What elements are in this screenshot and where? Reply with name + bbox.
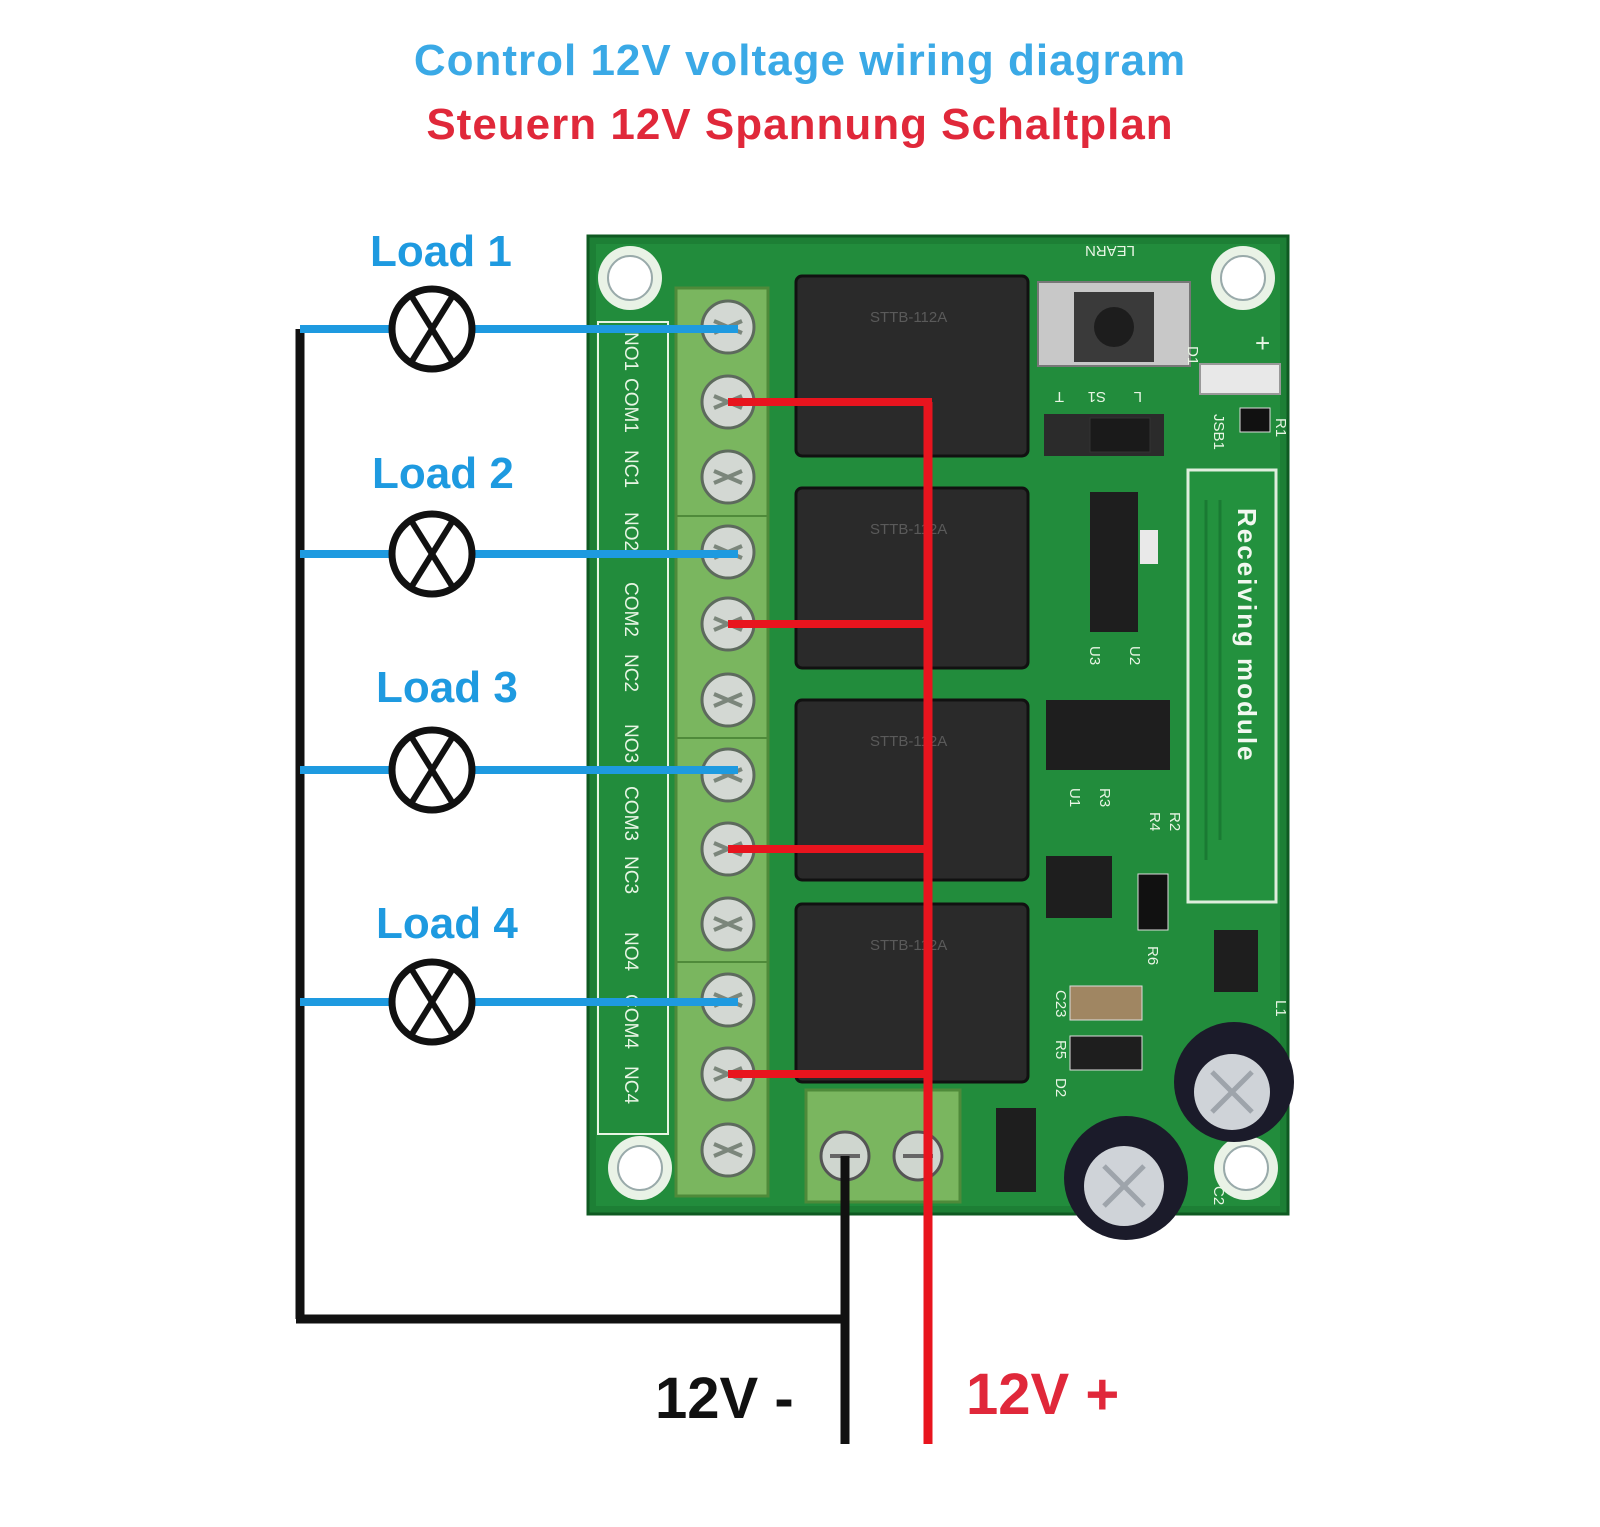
ic-small — [1046, 856, 1112, 918]
resistor-r5 — [1069, 1035, 1143, 1071]
terminal-label-com2: COM2 — [620, 582, 641, 637]
terminal-label-nc2: NC2 — [620, 654, 641, 692]
load-1: Load 1 — [300, 227, 738, 373]
terminal-label-nc4: NC4 — [620, 1066, 641, 1104]
silk-c23: C23 — [1052, 990, 1069, 1018]
mounting-hole — [598, 246, 662, 310]
negative-wire — [295, 329, 850, 1444]
resistor-r1 — [1239, 407, 1271, 433]
terminal-screw — [700, 896, 756, 952]
mounting-hole — [608, 1136, 672, 1200]
load-2: Load 2 — [300, 449, 738, 598]
learn-label: LEARN — [1085, 242, 1135, 259]
terminal-label-nc1: NC1 — [620, 450, 641, 488]
mounting-hole — [1214, 1136, 1278, 1200]
load-4: Load 4 — [300, 899, 738, 1046]
terminal-screw — [700, 449, 756, 505]
terminal-label-no2: NO2 — [620, 512, 641, 551]
silk-u3: U3 — [1086, 646, 1103, 665]
terminal-label-nc3: NC3 — [620, 856, 641, 894]
relay-model-text: STTB-112A — [870, 937, 947, 954]
silk-r1: R1 — [1272, 418, 1289, 437]
load-label: Load 3 — [376, 663, 518, 712]
silk-r5: R5 — [1052, 1040, 1069, 1059]
ic-u2 — [1090, 492, 1158, 632]
silk-s1: S1 — [1088, 388, 1106, 405]
lamp-icon — [388, 958, 476, 1046]
terminal-label-outline — [597, 321, 669, 1135]
resistor-r6 — [1137, 873, 1169, 931]
relay-model-text: STTB-112A — [870, 733, 947, 750]
ic-u1 — [1046, 700, 1170, 770]
load-3: Load 3 — [300, 663, 738, 814]
silk-jsb1: JSB1 — [1210, 414, 1227, 450]
silk-u1: U1 — [1066, 788, 1083, 807]
silk-c2: C2 — [1210, 1186, 1227, 1205]
diagram-title-german: Steuern 12V Spannung Schaltplan — [426, 100, 1174, 149]
positive-supply-label: 12V + — [966, 1362, 1119, 1427]
load-label: Load 1 — [370, 227, 512, 276]
terminal-screw — [700, 747, 756, 803]
load-label: Load 4 — [376, 899, 518, 948]
capacitor — [1174, 1022, 1294, 1142]
mounting-hole — [1211, 246, 1275, 310]
terminal-label-com3: COM3 — [620, 786, 641, 841]
capacitor — [1064, 1116, 1188, 1240]
terminal-label-com1: COM1 — [620, 378, 641, 433]
negative-supply-label: 12V - — [655, 1366, 794, 1431]
led-d1 — [1199, 363, 1281, 395]
terminal-label-strip: NO1 COM1 NC1 NO2 COM2 NC2 NO3 COM3 NC3 N… — [620, 332, 641, 1104]
silk-u2: U2 — [1126, 646, 1143, 665]
silk-r2: R2 — [1166, 812, 1183, 831]
learn-button — [1037, 281, 1191, 367]
load-label: Load 2 — [372, 449, 514, 498]
positive-wire — [728, 398, 933, 1444]
receiving-module — [1186, 468, 1278, 904]
relay-receiver-board: NO1 COM1 NC1 NO2 COM2 NC2 NO3 COM3 NC3 N… — [586, 234, 1294, 1240]
relay: STTB-112A — [794, 698, 1030, 882]
receiving-module-label: Receiving module — [1232, 508, 1262, 763]
power-terminal-block — [804, 1088, 962, 1204]
relay-model-text: STTB-112A — [870, 309, 947, 326]
relay: STTB-112A — [794, 486, 1030, 670]
output-terminal-block — [674, 286, 770, 1198]
terminal-screw — [700, 672, 756, 728]
silk-d2: D2 — [1052, 1078, 1069, 1097]
terminal-label-no4: NO4 — [620, 932, 641, 972]
relay-model-text: STTB-112A — [870, 521, 947, 538]
diagram-title-english: Control 12V voltage wiring diagram — [413, 36, 1187, 85]
lamp-icon — [388, 726, 476, 814]
silk-l: L — [1134, 388, 1142, 405]
relay: STTB-112A — [794, 902, 1030, 1084]
jumper-cap — [1089, 417, 1151, 453]
silk-t: T — [1055, 388, 1064, 405]
regulator-l1 — [1214, 930, 1258, 992]
lamp-icon — [388, 510, 476, 598]
silk-l1: L1 — [1272, 1000, 1289, 1017]
lamp-icon — [388, 285, 476, 373]
terminal-label-com4: COM4 — [620, 994, 641, 1049]
terminal-label-no1: NO1 — [620, 332, 641, 371]
silk-r6: R6 — [1144, 946, 1161, 965]
terminal-screw — [700, 1122, 756, 1178]
terminal-label-no3: NO3 — [620, 724, 641, 763]
diode-d2 — [996, 1108, 1036, 1192]
relay: STTB-112A — [794, 274, 1030, 458]
silk-r4: R4 — [1146, 812, 1163, 831]
plus-mark: + — [1255, 328, 1270, 358]
capacitor-c23 — [1069, 985, 1143, 1021]
silk-r3: R3 — [1096, 788, 1113, 807]
silk-d1: D1 — [1184, 346, 1201, 365]
